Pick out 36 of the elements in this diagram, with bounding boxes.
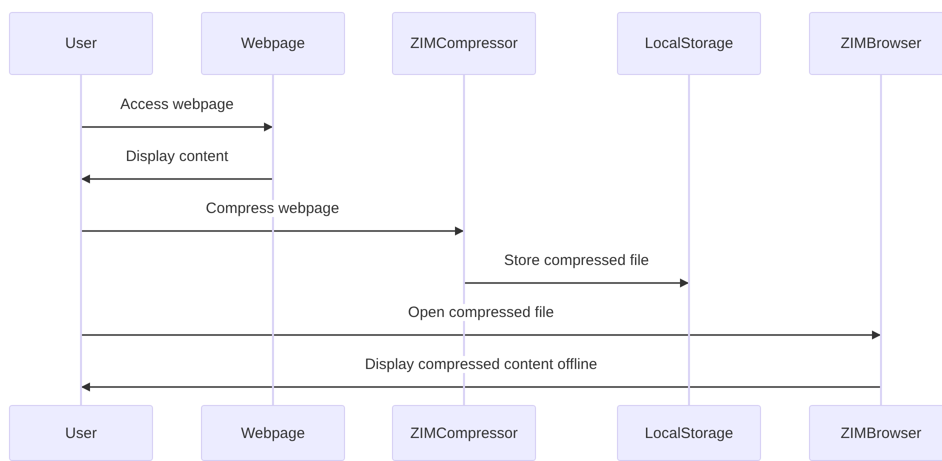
participant-box bbox=[392, 405, 536, 461]
participant-box bbox=[617, 405, 761, 461]
lifeline bbox=[80, 75, 82, 405]
participant-name: ZIMCompressor bbox=[410, 35, 518, 52]
message-arrow bbox=[81, 382, 880, 392]
participant-name: LocalStorage bbox=[644, 35, 734, 52]
lifeline bbox=[272, 75, 274, 405]
participant-name: User bbox=[65, 35, 97, 52]
participant-box bbox=[9, 405, 153, 461]
message-label: Access webpage bbox=[118, 96, 236, 113]
participant-name: Webpage bbox=[241, 424, 305, 442]
participant-name: ZIMBrowser bbox=[840, 424, 922, 442]
participant-name: LocalStorage bbox=[644, 424, 734, 442]
message-arrow bbox=[82, 226, 464, 236]
message-label: Display content bbox=[124, 148, 230, 165]
lifeline bbox=[463, 75, 465, 405]
participant-name: User bbox=[65, 424, 97, 442]
participant-box bbox=[617, 12, 761, 75]
participant-name: ZIMBrowser bbox=[840, 35, 922, 52]
lifeline bbox=[880, 75, 882, 405]
message-arrow bbox=[82, 122, 273, 132]
participant-box bbox=[392, 12, 536, 75]
participant-name: ZIMCompressor bbox=[410, 424, 518, 442]
participant-name: Webpage bbox=[241, 35, 305, 52]
participant-box bbox=[809, 405, 942, 461]
participant-box bbox=[9, 12, 153, 75]
message-label: Open compressed file bbox=[406, 304, 556, 321]
message-arrow bbox=[82, 330, 881, 340]
message-arrow bbox=[81, 174, 272, 184]
participant-box bbox=[201, 12, 345, 75]
lifeline bbox=[688, 75, 690, 405]
participant-box bbox=[201, 405, 345, 461]
message-label: Compress webpage bbox=[204, 200, 342, 217]
message-arrow bbox=[465, 278, 689, 288]
message-label: Store compressed file bbox=[502, 252, 652, 269]
participant-box bbox=[809, 12, 942, 75]
